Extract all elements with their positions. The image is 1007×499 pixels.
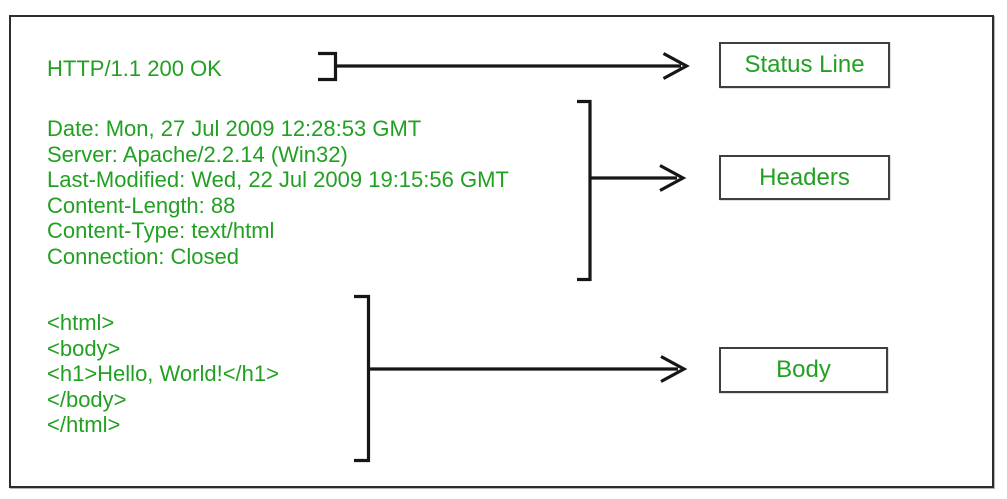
header-line-date: Date: Mon, 27 Jul 2009 12:28:53 GMT [47,116,422,141]
body-line-body-close: </body> [47,386,127,412]
body-line-html-close: </html> [47,412,121,437]
headers-label: Headers [759,163,850,191]
body-line-html-open: <html> [47,310,115,335]
body-block: <html> <body> <h1>Hello, World!</h1> </b… [47,310,279,438]
body-line-h1: <h1>Hello, World!</h1> [47,361,279,386]
body-line-body-open: <body> [47,335,121,361]
header-line-server: Server: Apache/2.2.14 (Win32) [47,141,348,167]
diagram-outer-border [9,15,994,488]
header-line-connection: Connection: Closed [47,243,240,269]
body-label: Body [776,356,831,383]
status-line-label-box: Status Line [719,42,890,88]
status-line-label: Status Line [744,51,865,78]
header-line-last-modified: Last-Modified: Wed, 22 Jul 2009 19:15:56… [47,167,509,192]
headers-block: Date: Mon, 27 Jul 2009 12:28:53 GMT Serv… [47,116,509,269]
header-line-content-type: Content-Type: text/html [47,218,275,243]
status-line-text: HTTP/1.1 200 OK [47,56,222,81]
header-line-content-length: Content-Length: 88 [47,192,236,218]
body-label-box: Body [719,347,888,393]
headers-label-box: Headers [719,155,890,200]
